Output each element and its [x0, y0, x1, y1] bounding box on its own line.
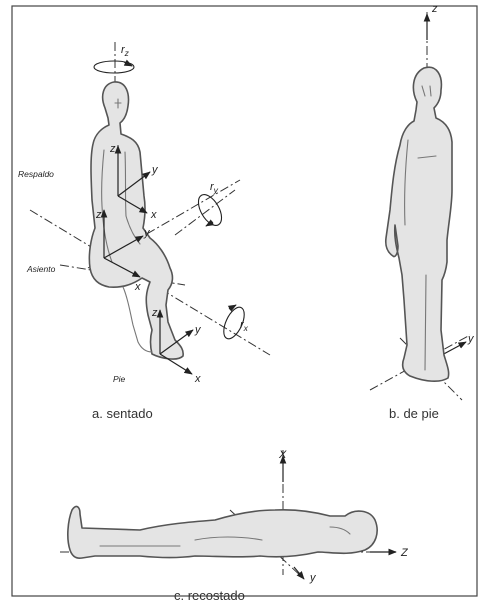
lying-caption: c. recostado [174, 588, 245, 603]
rotation-y-label: ry [210, 181, 219, 195]
standing-figure: z y [370, 3, 475, 400]
standing-y-label: y [467, 333, 475, 345]
sitting-figure: rz ry rx Respaldo Asiento Pie z y x z y … [18, 42, 270, 385]
standing-caption: b. de pie [389, 406, 439, 421]
lying-body-silhouette [68, 507, 377, 559]
rotation-z-label: rz [121, 44, 130, 58]
seat-x-label: x [134, 281, 141, 293]
lying-x-label: X [278, 449, 287, 461]
standing-z-label: z [431, 3, 438, 15]
chest-y-label: y [151, 164, 159, 176]
sitting-caption: a. sentado [92, 406, 153, 421]
rotation-z-icon [94, 61, 134, 73]
lying-z-label: Z [400, 547, 409, 559]
chest-z-label: z [109, 143, 116, 155]
backrest-label: Respaldo [18, 169, 54, 179]
lying-y-label: y [309, 572, 317, 584]
seat-label: Asiento [26, 264, 56, 274]
lying-figure: X Z y [60, 449, 409, 584]
foot-y-label: y [194, 324, 202, 336]
seat-z-label: z [95, 209, 102, 221]
feet-label: Pie [113, 374, 126, 384]
foot-x-label: x [194, 373, 201, 385]
standing-body-silhouette [386, 67, 452, 381]
rotation-x-label: rx [240, 319, 249, 333]
foot-z-label: z [151, 307, 158, 319]
chest-x-label: x [150, 209, 157, 221]
